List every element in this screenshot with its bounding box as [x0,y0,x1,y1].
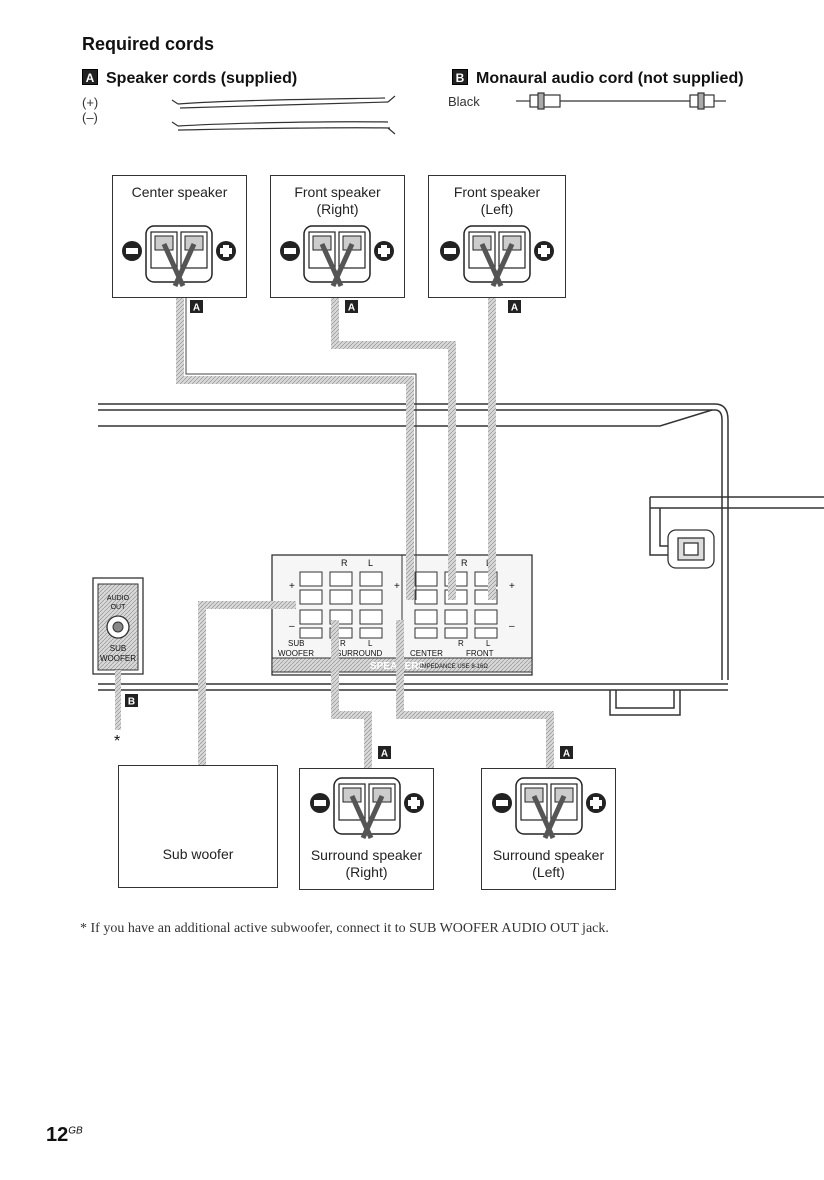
terminal-surround-label: SURROUND [336,649,382,658]
terminal-center-label: CENTER [410,649,443,658]
page-heading: Required cords [82,34,215,54]
front-right-speaker-label: Front speaker (Right) [294,184,381,217]
cord-badge-a: A [511,303,518,314]
svg-text:WOOFER: WOOFER [100,654,136,663]
terminal-plus-label: + [394,581,400,592]
cord-a-badge: A [82,69,98,85]
cord-b-color-label: Black [448,94,480,109]
sub-woofer-audio-out-jack: AUDIO OUT SUB WOOFER [92,577,144,675]
jack-sub-woofer-label: SUB [110,644,126,653]
cord-badge-a: A [348,303,355,314]
cord-b-badge: B [452,69,468,85]
jack-audio-out-label: AUDIO [107,595,130,602]
cord-badges: A A A A A B [125,300,573,760]
cord-b-title-text: Monaural audio cord (not supplied) [476,70,744,87]
page-number-suffix: GB [68,1125,83,1137]
front-left-speaker-box: Front speaker (Left) [428,175,566,298]
terminal-l-label: L [368,558,373,568]
front-right-speaker-box: Front speaker (Right) [270,175,405,298]
cord-b-title: B Monaural audio cord (not supplied) [452,69,744,88]
page-number: 12GB [46,1124,83,1147]
terminal-r-label: R [341,558,348,568]
cord-a-title: A Speaker cords (supplied) [82,69,297,88]
ac-inlet [667,529,715,569]
cord-badge-b: B [128,697,135,708]
terminal-plus-label: + [289,581,295,592]
cord-a-plus-label: (+) [82,95,99,110]
svg-text:WOOFER: WOOFER [278,649,314,658]
svg-text:L: L [368,639,373,648]
terminal-plus-label: + [509,581,515,592]
terminal-minus-label: – [289,621,295,632]
page-number-value: 12 [46,1124,69,1146]
surround-left-speaker-label: Surround speaker (Left) [492,847,605,880]
front-left-speaker-label: Front speaker (Left) [453,184,541,217]
terminal-sub-woofer-label: SUB [288,639,304,648]
surround-right-speaker-box: Surround speaker (Right) [299,768,434,890]
svg-text:OUT: OUT [111,604,127,611]
svg-text:R: R [340,639,346,648]
cord-badge-a: A [193,303,200,314]
terminal-r-label: R [461,558,468,568]
asterisk-mark: * [114,733,120,750]
sub-woofer-label: Sub woofer [162,846,234,862]
cord-badge-a: A [381,749,388,760]
svg-text:R: R [458,639,464,648]
terminal-impedance-label: IMPEDANCE USE 8-16Ω [420,664,488,670]
terminal-front-label: FRONT [466,649,494,658]
center-speaker-label: Center speaker [131,184,228,200]
terminal-minus-label: – [509,621,515,632]
surround-right-speaker-label: Surround speaker (Right) [310,847,423,880]
cord-a-title-text: Speaker cords (supplied) [106,70,298,87]
mono-cord-illustration [516,92,726,110]
speaker-terminal-panel: SPEAKERS IMPEDANCE USE 8-16Ω R L R L + –… [271,554,533,676]
speaker-cord-illustration [171,95,396,135]
center-speaker-box: Center speaker [112,175,247,298]
svg-text:L: L [486,639,491,648]
sub-woofer-box: Sub woofer [118,765,278,888]
footnote: * If you have an additional active subwo… [80,921,609,936]
cord-badge-a: A [563,749,570,760]
speaker-cables [115,280,554,785]
surround-left-speaker-box: Surround speaker (Left) [481,768,616,890]
cord-a-minus-label: (–) [82,110,98,125]
